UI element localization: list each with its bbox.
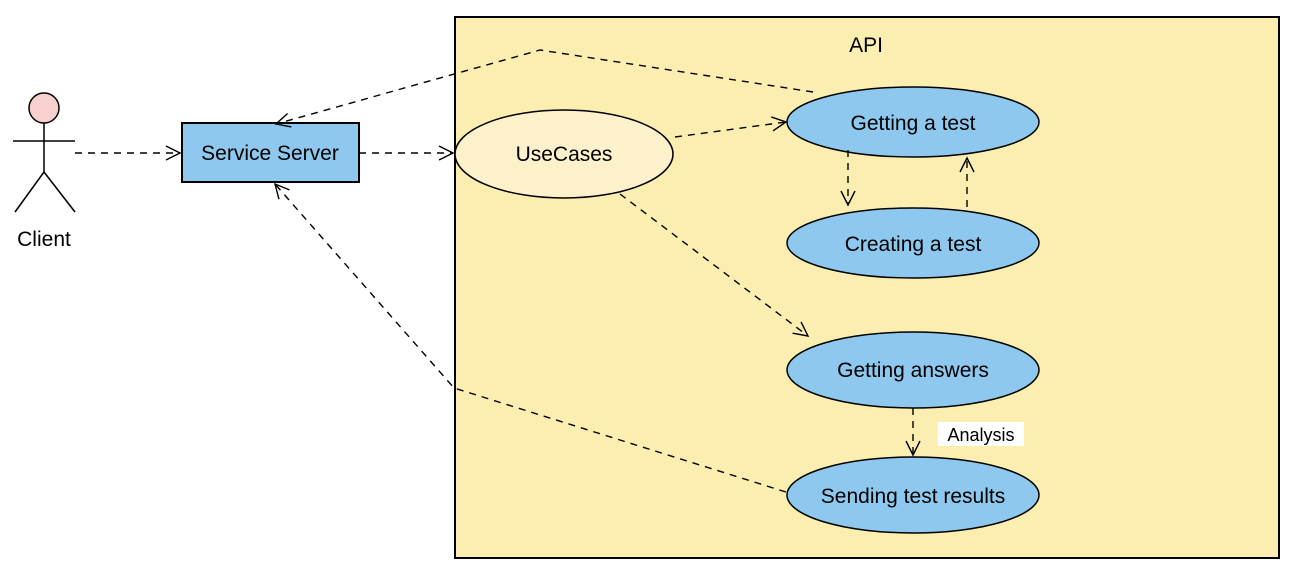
edge-usecases-to-getting-answers <box>619 193 810 337</box>
creating-a-test-usecase[interactable]: Creating a test <box>786 207 1040 279</box>
api-system-title: API <box>849 34 883 57</box>
client-actor[interactable]: Client <box>13 92 76 251</box>
edge-usecases-to-getting-test <box>674 116 788 138</box>
client-label: Client <box>17 228 71 251</box>
edge-getting-test-to-service-server <box>274 49 814 128</box>
getting-a-test-label: Getting a test <box>851 112 976 135</box>
analysis-edge-label: Analysis <box>947 425 1014 445</box>
creating-a-test-label: Creating a test <box>845 233 982 256</box>
getting-a-test-usecase[interactable]: Getting a test <box>786 86 1040 158</box>
analysis-label-bg <box>938 422 1024 446</box>
usecases-label: UseCases <box>516 143 613 166</box>
sending-test-results-label: Sending test results <box>821 485 1005 508</box>
actor-head <box>28 92 60 124</box>
usecases-ellipse[interactable]: UseCases <box>454 109 674 199</box>
service-server-label: Service Server <box>201 142 339 165</box>
getting-answers-label: Getting answers <box>837 359 989 382</box>
service-server-box[interactable]: Service Server <box>181 122 360 183</box>
getting-answers-usecase[interactable]: Getting answers <box>786 331 1040 409</box>
sending-test-results-usecase[interactable]: Sending test results <box>786 456 1040 534</box>
